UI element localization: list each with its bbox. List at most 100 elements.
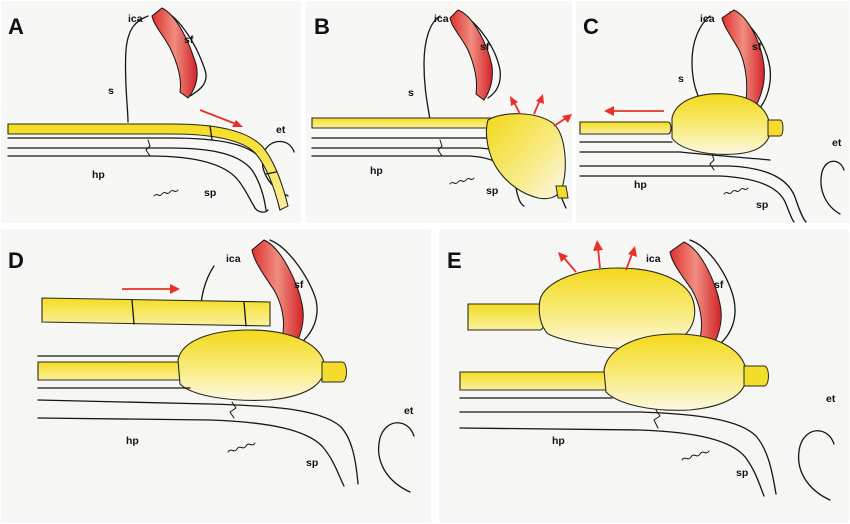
panel-c-label-s: s <box>678 73 684 85</box>
panel-d-balloon <box>177 329 326 401</box>
panel-b-label-ica: ica <box>434 13 449 25</box>
panel-a-catheter <box>7 123 289 211</box>
panel-e-arrow-1-head <box>558 252 568 262</box>
panel-b-label-sf: sf <box>480 41 490 53</box>
panel-b-label-hp: hp <box>370 165 383 177</box>
panel-e-soft-palate <box>459 427 765 497</box>
panel-c-label-sf: sf <box>752 41 762 53</box>
panel-d-balloon-tip <box>321 361 347 383</box>
panel-d-soft-palate <box>37 417 345 487</box>
panel-a-artery <box>151 7 198 99</box>
panel-a-ica-vessel <box>124 15 149 123</box>
panel-e-arrow-1 <box>563 257 577 273</box>
panel-a-label-s: s <box>108 85 114 97</box>
panel-c: C ica sf s et hp sp <box>579 9 845 223</box>
panel-d-upper-catheter <box>41 297 271 327</box>
panel-e-sf-outline <box>689 239 736 343</box>
panel-c-balloon-tip <box>767 119 784 137</box>
panel-b-mucosa-squiggle <box>449 177 475 185</box>
panel-c-label-et: et <box>832 137 842 149</box>
panel-a-label-ica: ica <box>128 13 143 25</box>
panel-a-letter: A <box>8 14 24 39</box>
panel-d-suture-mark <box>229 401 237 419</box>
panel-d: D ica sf et hp sp <box>8 239 415 493</box>
panel-d-label-et: et <box>404 405 414 417</box>
panel-b-balloon-tip <box>555 185 569 199</box>
panel-e-letter: E <box>447 248 462 273</box>
panel-c-label-hp: hp <box>634 179 647 191</box>
panel-c-label-sp: sp <box>756 199 768 211</box>
panel-e-arrow-2 <box>597 247 601 269</box>
panel-a-suture-mark <box>145 139 151 157</box>
panel-e-lower-catheter <box>459 371 612 391</box>
panel-b-arrow-2 <box>533 99 541 115</box>
panel-d-lower-catheter <box>37 361 186 381</box>
panel-c-tissue-line-3 <box>579 165 807 223</box>
panel-d-label-ica: ica <box>226 253 241 265</box>
panel-c-mucosa-squiggle <box>723 187 749 195</box>
panel-e-mucosa-squiggle <box>681 450 710 461</box>
panel-e-label-et: et <box>826 393 836 405</box>
panel-a-soft-palate <box>7 155 269 213</box>
panel-c-letter: C <box>583 14 599 39</box>
panel-a-arrow <box>199 109 237 125</box>
panel-a-tissue-line-2 <box>7 147 267 211</box>
panel-e-arrow-3-head <box>628 246 637 257</box>
panel-b-label-s: s <box>408 87 414 99</box>
panel-d-label-hp: hp <box>126 435 139 447</box>
panel-d-label-sf: sf <box>294 279 304 291</box>
panel-c-balloon <box>671 93 771 155</box>
panel-a-label-hp: hp <box>92 169 105 181</box>
panel-a-frame <box>1 1 301 223</box>
panel-e-et-hook <box>798 430 835 501</box>
panel-e-label-hp: hp <box>552 435 565 447</box>
panel-e-upper-catheter <box>467 303 546 331</box>
panel-d-letter: D <box>8 248 24 273</box>
panel-a-catheter-mark-2 <box>265 171 277 175</box>
panel-c-arrow-head <box>604 106 614 116</box>
panel-b-ica-vessel <box>423 15 441 121</box>
panel-d-arrow-head <box>170 284 180 294</box>
panel-a-label-sp: sp <box>204 187 216 199</box>
panel-a-catheter-mark <box>209 125 213 141</box>
panel-b-arrow-3-head <box>562 114 572 123</box>
panel-a: A ica sf s et hp sp <box>7 7 295 213</box>
panel-b-balloon <box>485 113 566 200</box>
panel-d-label-sp: sp <box>306 457 318 469</box>
panel-e-label-sp: sp <box>736 467 748 479</box>
panel-b-artery <box>449 9 493 101</box>
panel-e-arrow-3 <box>625 253 633 271</box>
panel-b: B ica sf s hp sp <box>311 9 572 209</box>
panel-b-arrow-2-head <box>536 94 544 104</box>
panel-a-mucosa-squiggle <box>153 189 179 197</box>
panel-b-arrow-1-head <box>510 96 518 106</box>
panel-e-label-ica: ica <box>646 253 661 265</box>
panel-e: E ica sf et hp sp <box>447 239 836 501</box>
panel-c-suture-mark <box>709 153 715 171</box>
panel-c-label-ica: ica <box>700 13 715 25</box>
panel-b-letter: B <box>314 14 330 39</box>
panel-b-arrow-3 <box>553 117 567 127</box>
panel-e-upper-balloon <box>538 267 696 350</box>
panel-d-upper-catheter-mark-2 <box>243 301 247 327</box>
panel-e-suture-mark <box>653 409 661 429</box>
panel-e-balloon-tip <box>743 365 769 387</box>
panel-b-suture-mark <box>437 139 443 157</box>
panel-d-tissue-line-3 <box>37 399 359 485</box>
panel-c-ica-vessel <box>691 15 711 101</box>
panel-b-arrow-1 <box>513 101 521 115</box>
panel-b-catheter <box>311 117 493 129</box>
panel-a-arrow-head <box>232 120 243 127</box>
panel-a-label-sf: sf <box>184 34 194 46</box>
panel-b-label-sp: sp <box>486 185 498 197</box>
panel-c-soft-palate <box>579 175 795 223</box>
panel-d-et-hook <box>378 422 415 493</box>
panel-e-tissue-line-2 <box>459 411 777 495</box>
panel-c-catheter <box>579 121 672 135</box>
panel-a-label-et: et <box>276 124 286 136</box>
panel-c-tissue-line-2 <box>579 151 771 161</box>
panel-c-et-hook <box>820 160 845 215</box>
panel-d-upper-catheter-mark-1 <box>131 299 135 325</box>
panel-e-lower-balloon <box>603 333 748 411</box>
